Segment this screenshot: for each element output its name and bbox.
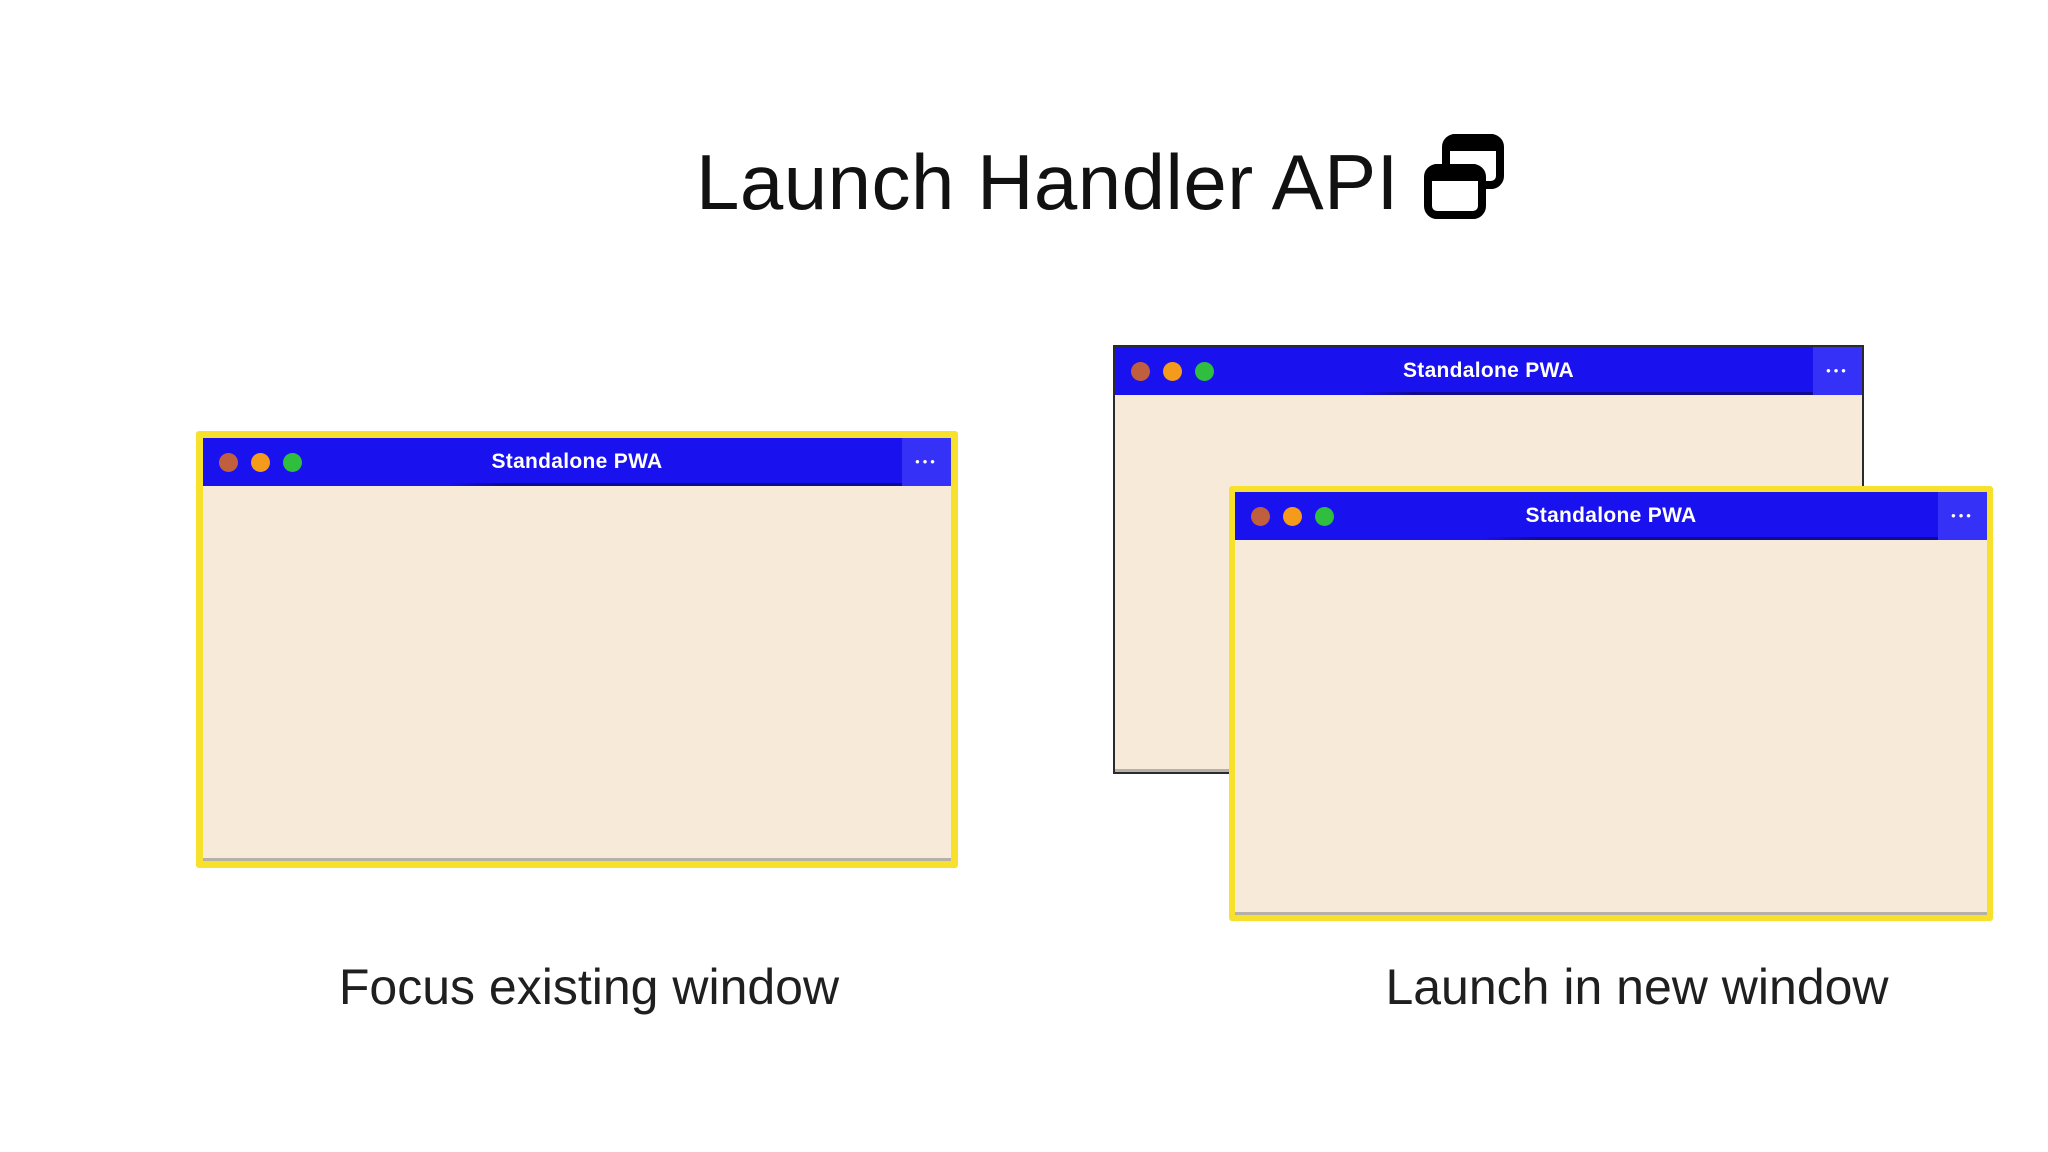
new-pwa-window: Standalone PWA ••• xyxy=(1229,486,1993,921)
titlebar: Standalone PWA ••• xyxy=(1235,492,1987,540)
close-dot-icon[interactable] xyxy=(1131,361,1150,381)
close-dot-icon[interactable] xyxy=(219,452,238,472)
titlebar: Standalone PWA ••• xyxy=(1115,347,1862,395)
more-menu-button[interactable]: ••• xyxy=(1938,492,1987,540)
ellipsis-icon: ••• xyxy=(1826,362,1849,378)
page-title: Launch Handler API xyxy=(696,138,1399,226)
focused-pwa-window: Standalone PWA ••• xyxy=(196,431,958,868)
caption-focus-existing: Focus existing window xyxy=(338,959,840,1015)
caption-launch-new: Launch in new window xyxy=(1385,959,1889,1015)
titlebar: Standalone PWA ••• xyxy=(203,438,951,486)
minimize-dot-icon[interactable] xyxy=(1163,361,1182,381)
minimize-dot-icon[interactable] xyxy=(251,452,270,472)
close-dot-icon[interactable] xyxy=(1251,506,1270,526)
maximize-dot-icon[interactable] xyxy=(1195,361,1214,381)
maximize-dot-icon[interactable] xyxy=(283,452,302,472)
window-title: Standalone PWA xyxy=(491,450,663,473)
traffic-lights xyxy=(1251,492,1334,540)
minimize-dot-icon[interactable] xyxy=(1283,506,1302,526)
overlapping-windows-icon xyxy=(1424,134,1504,219)
more-menu-button[interactable]: ••• xyxy=(1813,347,1862,395)
traffic-lights xyxy=(1131,347,1214,395)
ellipsis-icon: ••• xyxy=(915,453,938,469)
window-title: Standalone PWA xyxy=(1402,359,1575,382)
ellipsis-icon: ••• xyxy=(1951,507,1974,523)
window-content xyxy=(203,486,951,861)
window-title: Standalone PWA xyxy=(1525,504,1697,527)
traffic-lights xyxy=(219,438,302,486)
window-content xyxy=(1235,540,1987,915)
maximize-dot-icon[interactable] xyxy=(1315,506,1334,526)
more-menu-button[interactable]: ••• xyxy=(902,438,951,486)
